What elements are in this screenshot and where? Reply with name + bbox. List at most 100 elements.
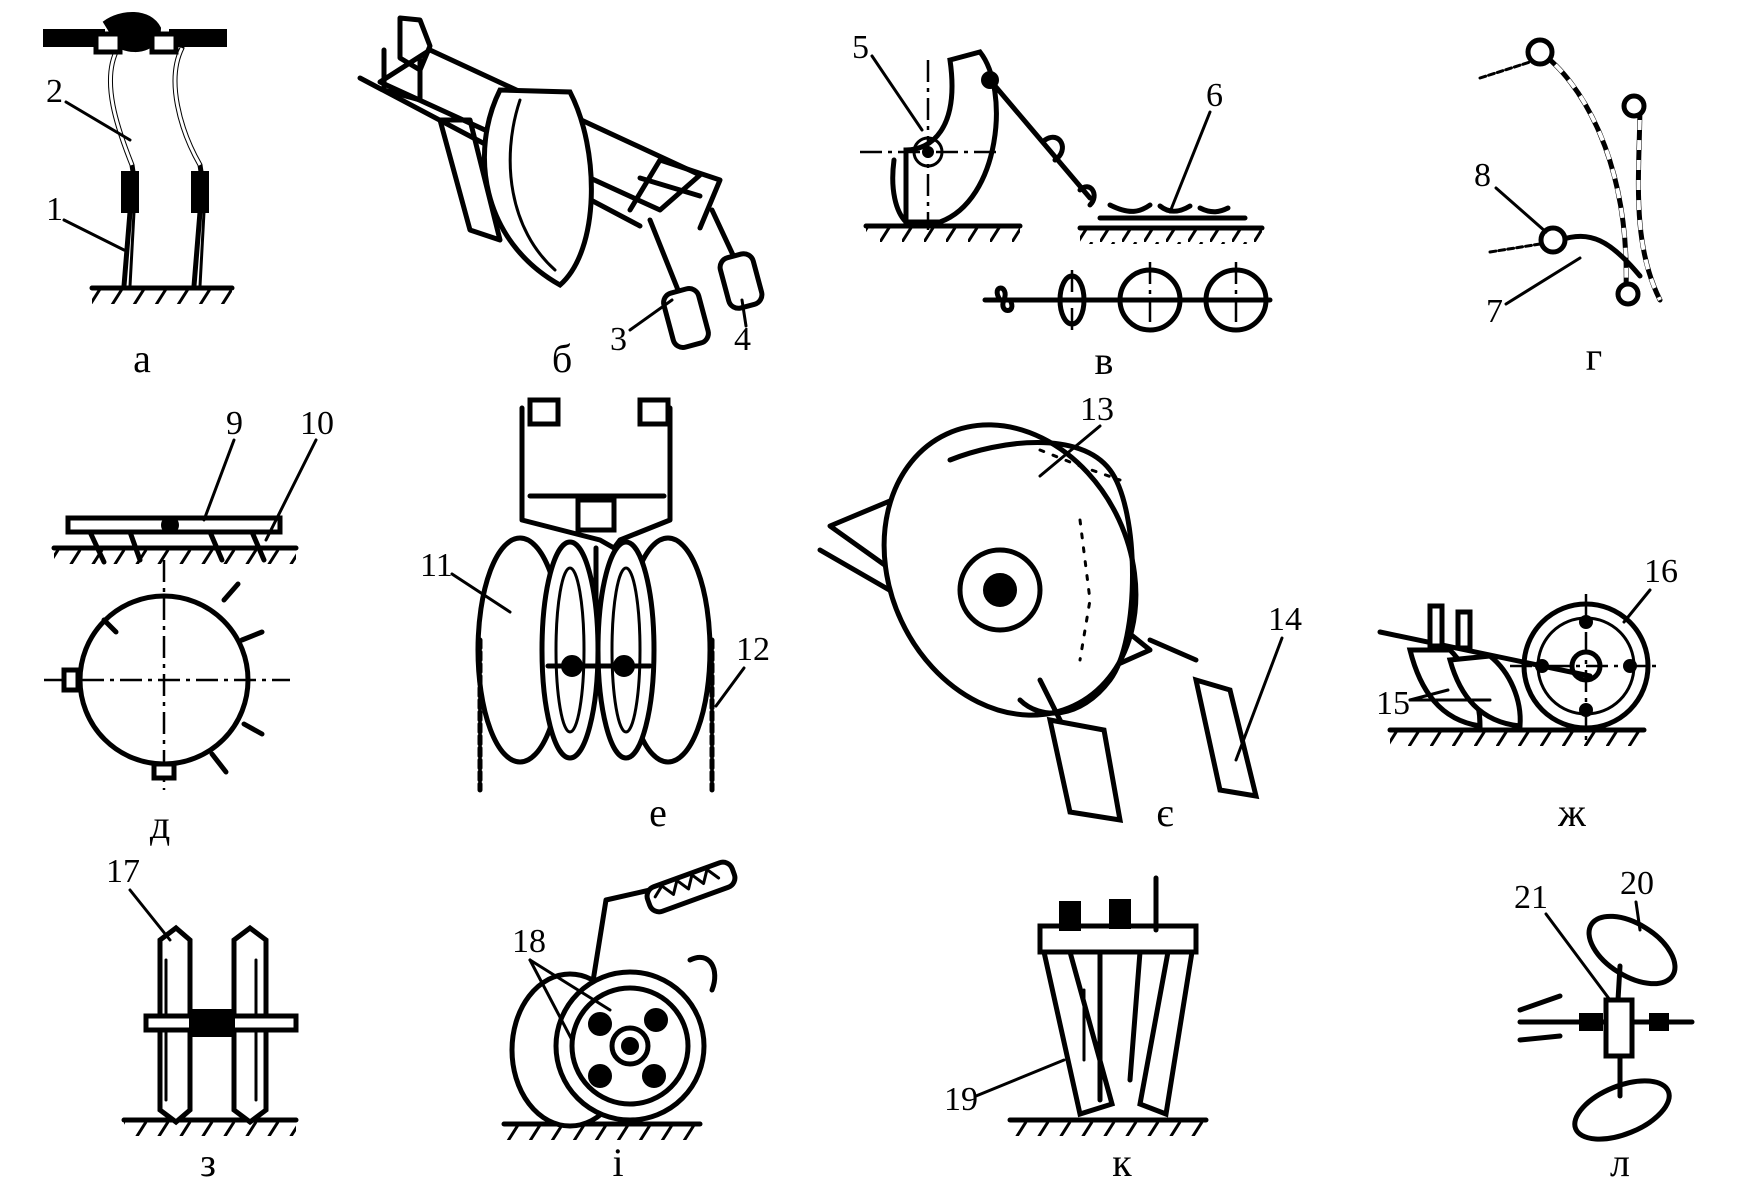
callout-1: 1 bbox=[46, 191, 126, 252]
callout-5: 5 bbox=[852, 29, 924, 132]
svg-text:13: 13 bbox=[1080, 391, 1114, 428]
callout-3: 3 bbox=[610, 298, 674, 358]
svg-text:17: 17 bbox=[106, 853, 140, 890]
caption-g: г bbox=[1586, 334, 1602, 379]
svg-text:11: 11 bbox=[420, 547, 453, 584]
panel-zh: 16 15 ж bbox=[1376, 553, 1678, 835]
ground-line bbox=[121, 1117, 299, 1136]
svg-text:5: 5 bbox=[852, 29, 869, 66]
ground-line bbox=[863, 223, 1265, 244]
caption-a: а bbox=[133, 336, 151, 381]
callout-16: 16 bbox=[1622, 553, 1678, 624]
caption-k: к bbox=[1112, 1140, 1132, 1185]
caption-zh: ж bbox=[1557, 790, 1586, 835]
callout-15: 15 bbox=[1376, 685, 1492, 722]
callout-9: 9 bbox=[202, 405, 243, 522]
caption-i: і bbox=[612, 1140, 623, 1185]
svg-text:14: 14 bbox=[1268, 601, 1302, 638]
support-arm bbox=[437, 117, 503, 243]
ground-line bbox=[51, 545, 299, 564]
caption-b: б bbox=[552, 336, 572, 381]
svg-text:9: 9 bbox=[226, 405, 243, 442]
plan-view-rings bbox=[982, 262, 1273, 338]
ground-line bbox=[89, 285, 235, 304]
panel-ye: 13 14 є bbox=[817, 391, 1302, 835]
svg-text:2: 2 bbox=[46, 73, 63, 110]
callout-10: 10 bbox=[264, 405, 334, 542]
drum-roller bbox=[881, 422, 1139, 718]
svg-text:21: 21 bbox=[1514, 879, 1548, 916]
callout-7: 7 bbox=[1486, 256, 1582, 330]
panel-b: 3 4 б bbox=[357, 15, 765, 381]
tine-harrow bbox=[1097, 202, 1248, 221]
svg-text:18: 18 bbox=[512, 923, 546, 960]
callout-17: 17 bbox=[106, 853, 172, 942]
callout-18: 18 bbox=[512, 923, 612, 1042]
disk-blades bbox=[1406, 647, 1523, 729]
chain-link bbox=[981, 71, 1097, 208]
caption-l: л bbox=[1610, 1140, 1630, 1185]
top-frame bbox=[1037, 875, 1199, 955]
svg-text:15: 15 bbox=[1376, 685, 1410, 722]
callout-8: 8 bbox=[1474, 157, 1548, 234]
panel-d: 9 10 д bbox=[44, 405, 334, 847]
caption-v: в bbox=[1095, 338, 1114, 383]
wheel-left bbox=[475, 535, 601, 765]
callout-6: 6 bbox=[1168, 77, 1223, 214]
wheel bbox=[1510, 594, 1662, 740]
disk-hiller bbox=[860, 49, 1000, 230]
disk-blade bbox=[482, 87, 594, 289]
callout-12: 12 bbox=[714, 631, 770, 708]
chain-harrow bbox=[1525, 37, 1663, 307]
svg-text:1: 1 bbox=[46, 191, 63, 228]
caption-z: з bbox=[200, 1140, 216, 1185]
panel-l: 20 21 л bbox=[1514, 865, 1695, 1185]
hiller-bodies bbox=[1040, 949, 1195, 1118]
scraper-left bbox=[1037, 677, 1124, 824]
spring-tine-left bbox=[108, 45, 139, 289]
panel-k: 19 к bbox=[944, 875, 1209, 1185]
panel-a: 2 1 а bbox=[43, 11, 235, 381]
roller-bracket bbox=[627, 157, 765, 350]
ground-line bbox=[501, 1121, 703, 1140]
tool-shaft bbox=[1517, 993, 1695, 1059]
press-wheel bbox=[509, 969, 707, 1129]
disk-lower bbox=[1572, 1053, 1672, 1142]
tine-clamp-beam bbox=[43, 11, 227, 55]
svg-text:20: 20 bbox=[1620, 865, 1654, 902]
caption-d: д bbox=[150, 802, 170, 847]
panel-i: 18 і bbox=[501, 859, 738, 1185]
svg-text:16: 16 bbox=[1644, 553, 1678, 590]
drag-chains bbox=[477, 637, 715, 793]
panel-e: 11 12 е bbox=[420, 397, 770, 835]
panel-v: 5 6 в bbox=[852, 29, 1273, 383]
axle bbox=[545, 655, 653, 677]
wheel-axle bbox=[143, 1009, 299, 1037]
callout-4: 4 bbox=[734, 298, 751, 358]
ground-line bbox=[1387, 727, 1647, 746]
wheel-right bbox=[595, 535, 713, 765]
panel-g: 8 7 г bbox=[1474, 37, 1663, 379]
svg-text:12: 12 bbox=[736, 631, 770, 668]
svg-text:19: 19 bbox=[944, 1081, 978, 1118]
callout-11: 11 bbox=[420, 547, 512, 614]
callout-14: 14 bbox=[1234, 601, 1302, 762]
callout-19: 19 bbox=[944, 1058, 1066, 1118]
spring-arm bbox=[587, 859, 738, 1003]
spring-tine-right bbox=[172, 45, 209, 289]
caption-e: е bbox=[649, 790, 667, 835]
svg-text:6: 6 bbox=[1206, 77, 1223, 114]
ring-plan-view bbox=[44, 560, 290, 790]
scraper-right bbox=[1147, 637, 1260, 800]
svg-text:4: 4 bbox=[734, 321, 751, 358]
callout-2: 2 bbox=[46, 73, 132, 142]
svg-text:3: 3 bbox=[610, 321, 627, 358]
disk-upper bbox=[1586, 913, 1678, 1003]
frame-side bbox=[65, 515, 283, 565]
caption-ye: є bbox=[1156, 790, 1173, 835]
svg-text:10: 10 bbox=[300, 405, 334, 442]
svg-text:8: 8 bbox=[1474, 157, 1491, 194]
callout-20: 20 bbox=[1620, 865, 1654, 932]
